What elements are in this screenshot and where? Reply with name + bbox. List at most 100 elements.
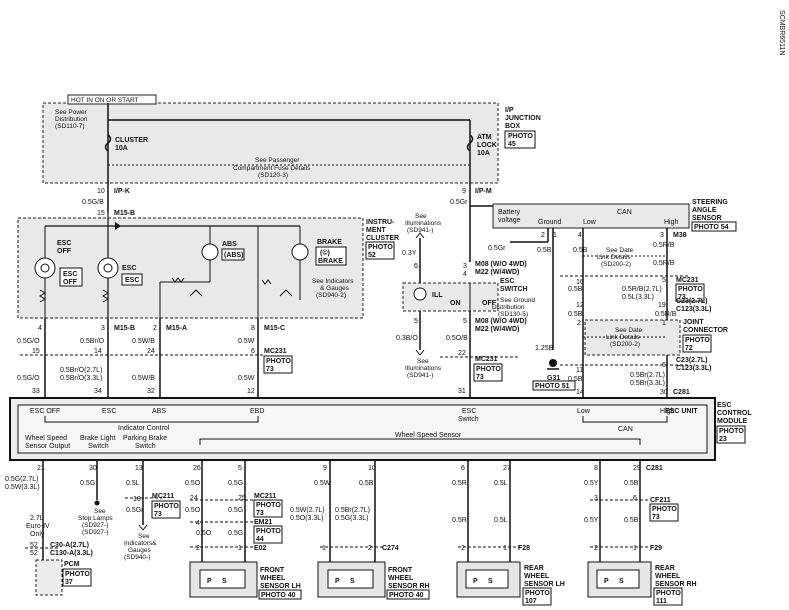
diagram-label: 0.5W [314, 480, 331, 487]
diagram-label: (SD941-) [407, 227, 433, 234]
diagram-label: Stop Lamps [78, 515, 113, 522]
diagram-label: 52 [30, 550, 38, 557]
diagram-label: Low [577, 408, 591, 415]
diagram-label: M22 (W/4WD) [475, 269, 519, 276]
diagram-label: SENSOR [692, 215, 722, 222]
ip-box-2: JUNCTION [505, 115, 541, 122]
diagram-label: 18 [133, 496, 141, 503]
diagram-label: 0.5Br/O [80, 338, 105, 345]
diagram-label: ABS [152, 408, 166, 415]
power-note-3: (SD110-7) [55, 123, 85, 130]
diagram-label: 11 [576, 367, 583, 374]
figure-id: SCMBR6511N [778, 10, 785, 55]
diagram-label: PHOTO [154, 503, 179, 510]
diagram-label: ABS [222, 241, 237, 248]
diagram-label: ILL [432, 292, 443, 299]
diagram-label: 0.5Br(2.7L) [335, 507, 370, 514]
diagram-label: 0.5L(3.3L) [622, 294, 654, 301]
diagram-label: 2 [577, 320, 581, 327]
diagram-label: (SD927-) [82, 529, 108, 536]
diagram-label: ESC [462, 408, 476, 415]
diagram-label: PHOTO 51 [535, 383, 570, 390]
diagram-label: M15-B [114, 210, 135, 217]
fuse-cluster-1: CLUSTER [115, 137, 148, 144]
diagram-label: CAN [618, 426, 633, 433]
diagram-label: 30 [89, 465, 97, 472]
diagram-label: FRONT [260, 567, 285, 574]
steering-angle-sensor: Battery voltage Ground CAN Low High STEE… [488, 199, 737, 398]
diagram-label: 0.5B [537, 247, 552, 254]
diagram-label: See Indicators [312, 278, 354, 285]
diagram-label: 10 [97, 188, 105, 195]
diagram-label: 0.5G [228, 530, 243, 537]
diagram-label: PHOTO [65, 571, 90, 578]
esc-switch: See Illuminations (SD941-) 0.3Y 6 3 4 M0… [396, 213, 535, 398]
diagram-label: P [473, 578, 478, 585]
diagram-label: Sensor Output [25, 443, 70, 450]
diagram-label: voltage [498, 217, 521, 224]
diagram-label: 14 [94, 348, 102, 355]
diagram-label: EBD [250, 408, 264, 415]
diagram-label: 6 [461, 465, 465, 472]
diagram-label: 0.5Y [584, 480, 599, 487]
diagram-label: Euro-IV [26, 523, 50, 530]
diagram-label: M15-B [114, 325, 135, 332]
diagram-label: 2 [541, 232, 545, 239]
diagram-label: 5 [662, 277, 666, 284]
diagram-label: 6 [662, 362, 666, 369]
diagram-label: 73 [476, 374, 484, 381]
diagram-label: SWITCH [500, 286, 528, 293]
diagram-label: 1 [553, 232, 557, 239]
diagram-label: PHOTO [652, 506, 677, 513]
diagram-label: (SD200-2) [601, 261, 631, 268]
diagram-label: Battery [498, 209, 521, 216]
diagram-label: 111 [656, 598, 667, 605]
diagram-label: 0.5R/B [653, 260, 675, 267]
diagram-label: (SD200-2) [610, 341, 640, 348]
diagram-label: 1 [633, 545, 637, 552]
diagram-label: C23(2.7L) [676, 298, 708, 305]
diagram-label: PHOTO [368, 244, 393, 251]
diagram-label: MODULE [717, 418, 748, 425]
diagram-label: 2 [461, 545, 465, 552]
diagram-label: 14 [576, 389, 584, 396]
diagram-label: CF211 [650, 497, 671, 504]
diagram-label: 24 [190, 495, 198, 502]
diagram-label: 27 [503, 465, 511, 472]
diagram-label: (©) [320, 249, 330, 257]
diagram-label: Wheel Speed [25, 435, 67, 442]
diagram-label: PHOTO [656, 590, 681, 597]
diagram-label: 0.5Br/O(2.7L) [60, 367, 102, 374]
diagram-label: C123(3.3L) [676, 365, 711, 372]
diagram-label: 6 [633, 495, 637, 502]
diagram-label: 2 [594, 545, 598, 552]
diagram-label: M08 (W/O 4WD) [475, 318, 527, 325]
diagram-label: Only [30, 531, 45, 538]
diagram-label: SENSOR RH [388, 583, 430, 590]
diagram-label: MC231 [475, 356, 498, 363]
diagram-label: I/P-M [475, 188, 492, 195]
diagram-label: C281 [673, 389, 690, 396]
diagram-label: 9 [323, 465, 327, 472]
diagram-label: Wheel Speed Sensor [395, 432, 462, 439]
diagram-label: Switch [135, 443, 156, 450]
diagram-label: 2 [153, 325, 157, 332]
diagram-label: 0.5W [238, 338, 255, 345]
diagram-label: & Gauges [320, 285, 350, 292]
diagram-label: 5 [238, 465, 242, 472]
diagram-label: S [619, 578, 624, 585]
diagram-label: 25 [238, 495, 246, 502]
cluster-title-1: INSTRU- [366, 219, 395, 226]
diagram-label: STEERING [692, 199, 728, 206]
diagram-label: 0.5B [624, 517, 639, 524]
diagram-label: 0.5B [568, 376, 583, 383]
diagram-label: 0.5Br(3.3L) [630, 380, 665, 387]
diagram-label: 26 [193, 465, 201, 472]
diagram-label: 0.3B/O [396, 335, 418, 342]
diagram-label: PHOTO [256, 502, 281, 509]
diagram-label: 44 [256, 536, 264, 543]
diagram-label: ANGLE [692, 207, 717, 214]
hot-label: HOT IN ON OR START [71, 97, 139, 104]
diagram-label: 0.5R/B(2.7L) [622, 286, 662, 293]
diagram-label: C130-A(3.3L) [50, 550, 93, 557]
